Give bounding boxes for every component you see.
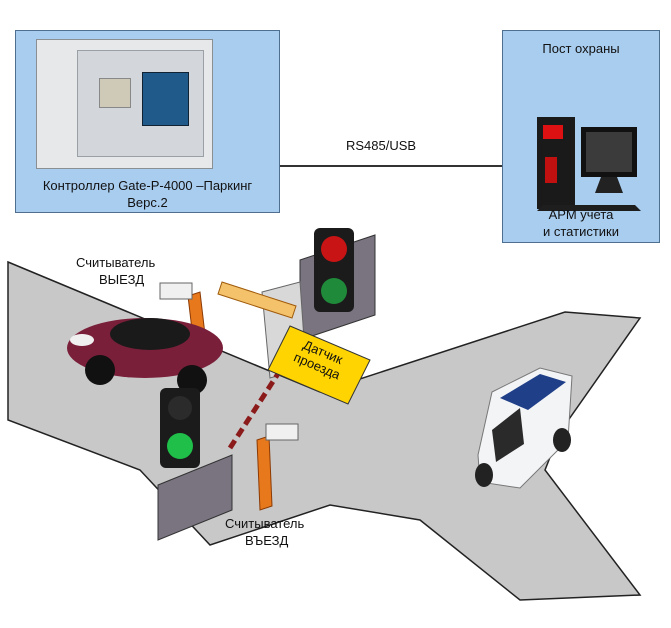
- electric-car: [475, 367, 573, 489]
- reader-entry-label-line2: ВЪЕЗД: [245, 533, 289, 548]
- controller-box: Контроллер Gate-P-4000 –Паркинг Верс.2: [15, 30, 280, 213]
- controller-board: [142, 72, 189, 126]
- controller-title-line1: Контроллер Gate-P-4000 –Паркинг: [42, 178, 253, 193]
- reader-entry-label-line1: Считыватель: [225, 516, 305, 531]
- guard-post-title: Пост охраны: [542, 41, 620, 56]
- traffic-light-front-red: [168, 396, 192, 420]
- traffic-light-back-green: [321, 278, 347, 304]
- rs485-link-line: [280, 165, 502, 167]
- controller-title-line2: Верс.2: [127, 195, 168, 210]
- reader-exit-label-line2: ВЫЕЗД: [99, 272, 145, 287]
- reader-exit-label-line1: Считыватель: [76, 255, 156, 270]
- guard-post-box: Пост охраны АРМ учета и статистики: [502, 30, 660, 243]
- workstation-computer: [537, 117, 641, 211]
- computer-tower-light: [543, 125, 563, 139]
- loop-sensor-line: [227, 364, 286, 450]
- traffic-light-back-red: [321, 236, 347, 262]
- barrier-arm: [217, 281, 297, 319]
- wall-front: [157, 454, 233, 541]
- rs485-link-label: RS485/USB: [346, 138, 417, 153]
- traffic-light-front-green: [167, 433, 193, 459]
- sensor-sign: [267, 325, 371, 405]
- reader-entry-head: [265, 423, 299, 441]
- reader-exit-head: [159, 282, 193, 300]
- computer-keyboard: [537, 205, 641, 211]
- controller-cabinet: [36, 39, 213, 169]
- workstation-label-line2: и статистики: [542, 224, 619, 239]
- workstation-label-line1: АРМ учета: [548, 207, 614, 222]
- reader-entry-post: [256, 435, 273, 511]
- sports-car: [67, 318, 223, 395]
